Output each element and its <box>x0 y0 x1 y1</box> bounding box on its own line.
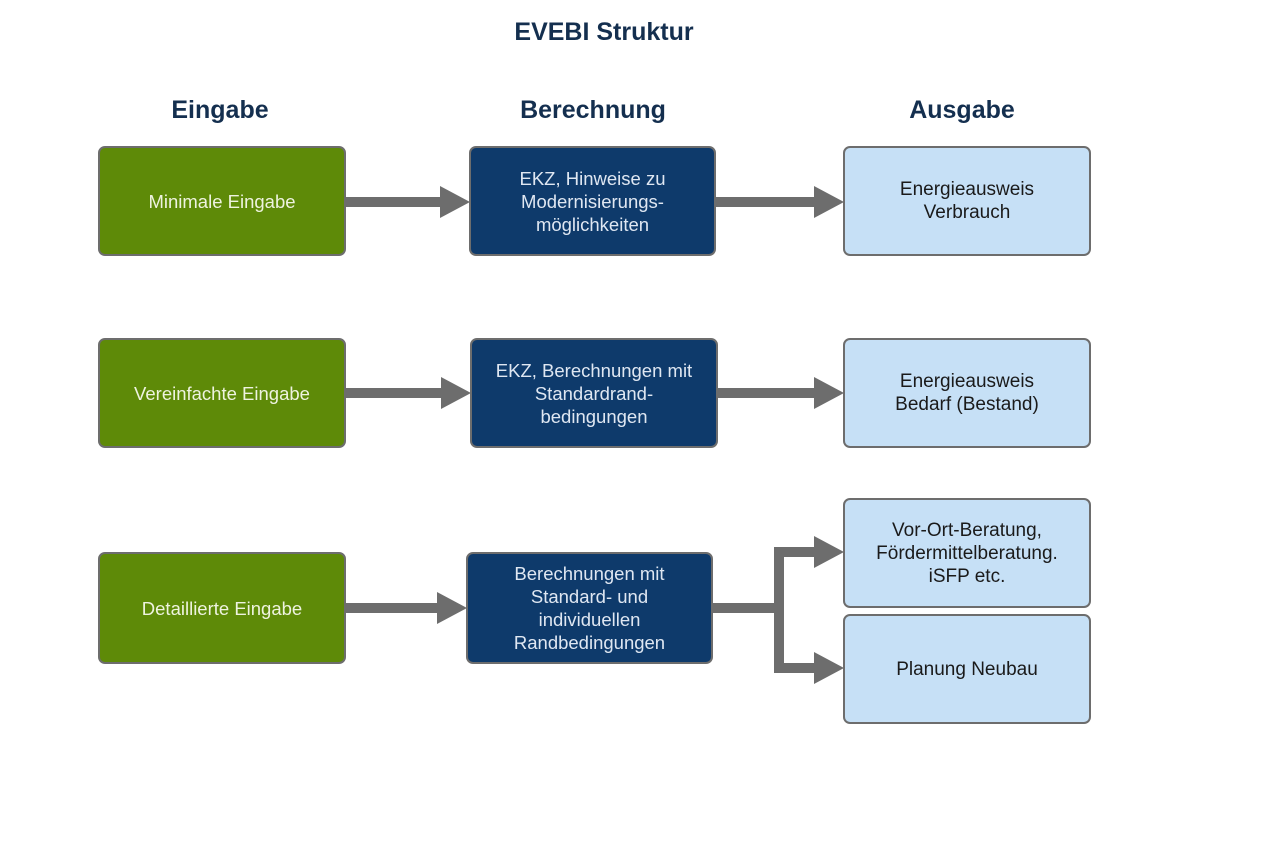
connector-line <box>345 197 441 207</box>
output-box-consulting[interactable]: Vor-Ort-Beratung, Fördermittelberatung. … <box>843 498 1091 608</box>
calculation-box-individual-conditions[interactable]: Berechnungen mit Standard- und individue… <box>466 552 713 664</box>
connector-line <box>345 388 442 398</box>
arrow-head <box>814 652 844 684</box>
output-box-new-building-planning[interactable]: Planung Neubau <box>843 614 1091 724</box>
arrow-head <box>437 592 467 624</box>
connector-line <box>715 197 815 207</box>
diagram-title: EVEBI Struktur <box>514 18 694 46</box>
input-box-simplified[interactable]: Vereinfachte Eingabe <box>98 338 346 448</box>
connector-line <box>717 388 815 398</box>
connector-line <box>345 603 438 613</box>
output-box-energy-certificate-consumption[interactable]: Energieausweis Verbrauch <box>843 146 1091 256</box>
input-box-detailed[interactable]: Detaillierte Eingabe <box>98 552 346 664</box>
input-box-minimal[interactable]: Minimale Eingabe <box>98 146 346 256</box>
arrow-head <box>441 377 471 409</box>
connector-line <box>712 603 780 613</box>
column-header-output: Ausgabe <box>909 96 1015 124</box>
calculation-box-standard-conditions[interactable]: EKZ, Berechnungen mit Standardrand- bedi… <box>470 338 718 448</box>
arrow-head <box>814 377 844 409</box>
column-header-input: Eingabe <box>171 96 269 124</box>
branch-line <box>774 547 784 673</box>
calculation-box-modernization[interactable]: EKZ, Hinweise zu Modernisierungs- möglic… <box>469 146 716 256</box>
output-box-energy-certificate-demand[interactable]: Energieausweis Bedarf (Bestand) <box>843 338 1091 448</box>
arrow-head <box>814 186 844 218</box>
column-header-calculation: Berechnung <box>520 96 666 124</box>
connector-line <box>774 547 815 557</box>
arrow-head <box>440 186 470 218</box>
arrow-head <box>814 536 844 568</box>
connector-line <box>774 663 815 673</box>
